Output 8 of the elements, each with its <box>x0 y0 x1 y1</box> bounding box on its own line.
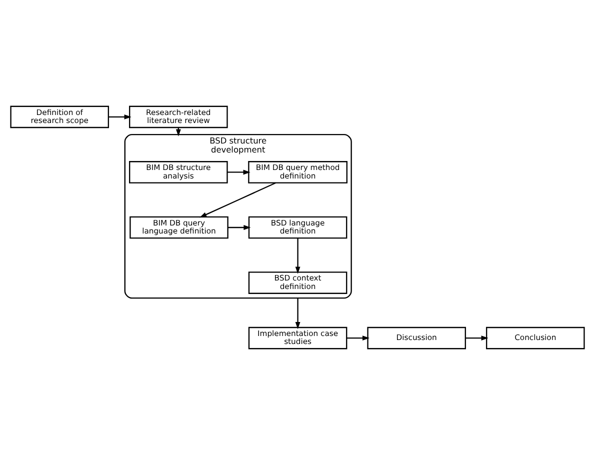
arrow <box>346 335 370 340</box>
arrow <box>200 182 276 218</box>
arrow <box>295 298 300 329</box>
arrow <box>227 169 250 174</box>
arrow <box>228 224 251 230</box>
arrow <box>295 238 300 274</box>
arrow <box>108 114 132 119</box>
arrow <box>466 335 488 340</box>
